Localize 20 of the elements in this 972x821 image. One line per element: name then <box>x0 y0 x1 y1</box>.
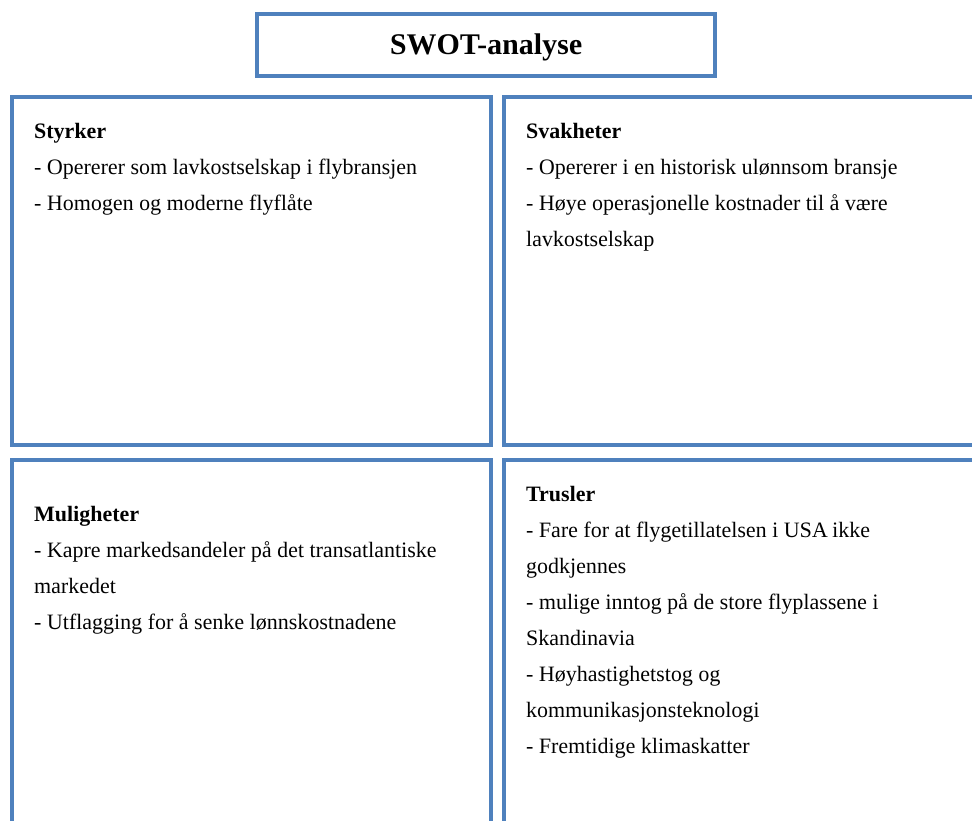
opportunities-panel <box>10 458 493 821</box>
weaknesses-panel <box>502 95 972 447</box>
bullet-text: - Høye operasjonelle kostnader til å være lavkostselskap <box>526 189 889 253</box>
bullet-text: - Opererer som lavkostselskap i flybransjen <box>34 153 418 181</box>
title-text: SWOT-analyse <box>390 28 582 62</box>
threats-panel <box>502 458 972 821</box>
bullet-text: - Opererer i en historisk ulønnsom bransje <box>526 153 898 181</box>
bullet-text: - Kapre markedsandeler på det transatlantiske markedet <box>34 536 438 600</box>
bullet-text: - Fare for at flygetillatelsen i USA ikke godkjennes <box>526 516 871 580</box>
section-heading: Svakheter <box>526 117 622 145</box>
bullet-text: - Homogen og moderne flyflåte <box>34 189 314 217</box>
bullet-text: - Høyhastighetstog og kommunikasjonsteknologi <box>526 660 760 724</box>
section-heading: Muligheter <box>34 500 140 528</box>
section-heading: Styrker <box>34 117 108 145</box>
strengths-panel <box>10 95 493 447</box>
bullet-text: - Utflagging for å senke lønnskostnadene <box>34 608 398 636</box>
section-heading: Trusler <box>526 480 596 508</box>
bullet-text: - Fremtidige klimaskatter <box>526 732 751 760</box>
bullet-text: - mulige inntog på de store flyplassene i Skandinavia <box>526 588 880 652</box>
title-box <box>255 12 717 78</box>
